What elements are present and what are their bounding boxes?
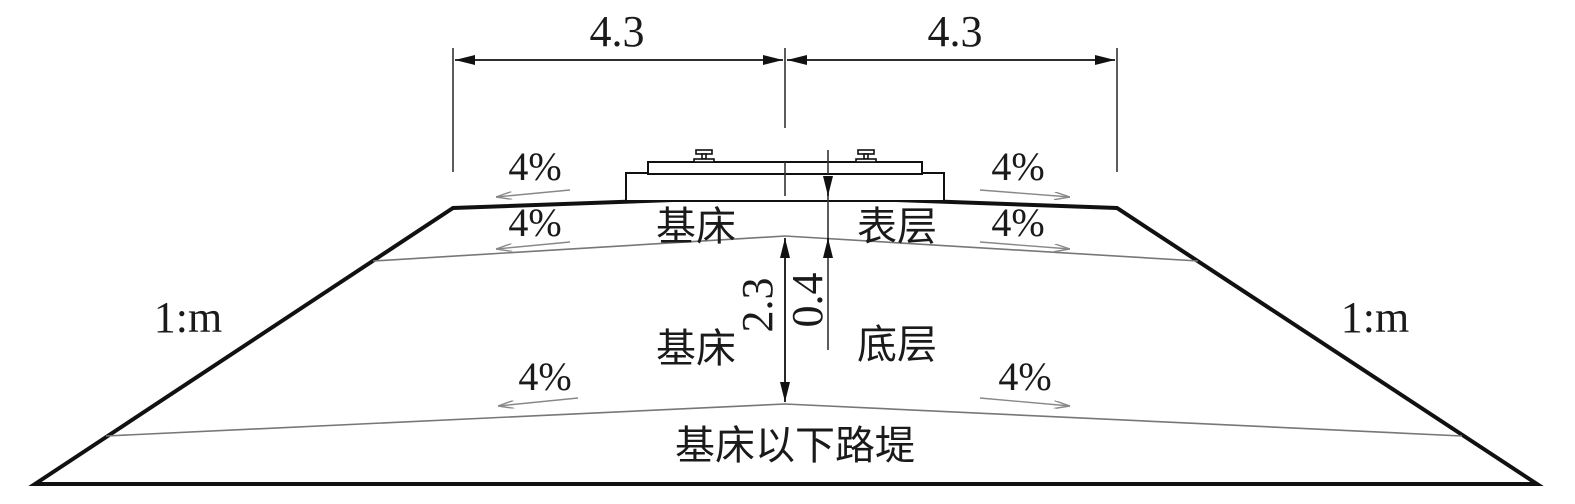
surface-layer-boundary: [372, 235, 1199, 262]
depth-label-total: 2.3: [733, 278, 782, 333]
dimension-left-width: 4.3: [590, 7, 645, 56]
layer-label-bottom-left: 基床: [656, 326, 736, 372]
right-rail-icon: [855, 149, 877, 163]
left-rail-icon: [693, 149, 715, 163]
bottom-layer-boundary: [105, 403, 1463, 437]
slope-surface-right: 4%: [991, 200, 1044, 245]
slope-top-right: 4%: [991, 144, 1044, 189]
slope-arrow-bottom-right: [979, 397, 1070, 406]
layer-label-bottom-right: 底层: [857, 322, 937, 368]
layer-label-embankment: 基床以下路堤: [675, 423, 915, 469]
side-slope-left: 1:m: [154, 293, 222, 342]
slope-bottom-left: 4%: [518, 354, 571, 399]
side-slope-right: 1:m: [1341, 293, 1409, 342]
slope-arrow-top-left: [496, 189, 571, 197]
depth-label-surface: 0.4: [783, 273, 832, 328]
slope-arrow-surface-right: [979, 241, 1070, 249]
dimension-right-width: 4.3: [928, 7, 983, 56]
layer-label-surface-left: 基床: [656, 204, 736, 250]
slope-arrow-bottom-left: [498, 397, 579, 406]
slope-bottom-right: 4%: [998, 354, 1051, 399]
slope-surface-left: 4%: [508, 200, 561, 245]
slope-top-left: 4%: [508, 144, 561, 189]
slope-arrow-surface-left: [496, 241, 571, 249]
layer-label-surface-right: 表层: [857, 204, 937, 250]
slope-arrow-top-right: [979, 189, 1070, 197]
embankment-outline: [28, 193, 1544, 486]
